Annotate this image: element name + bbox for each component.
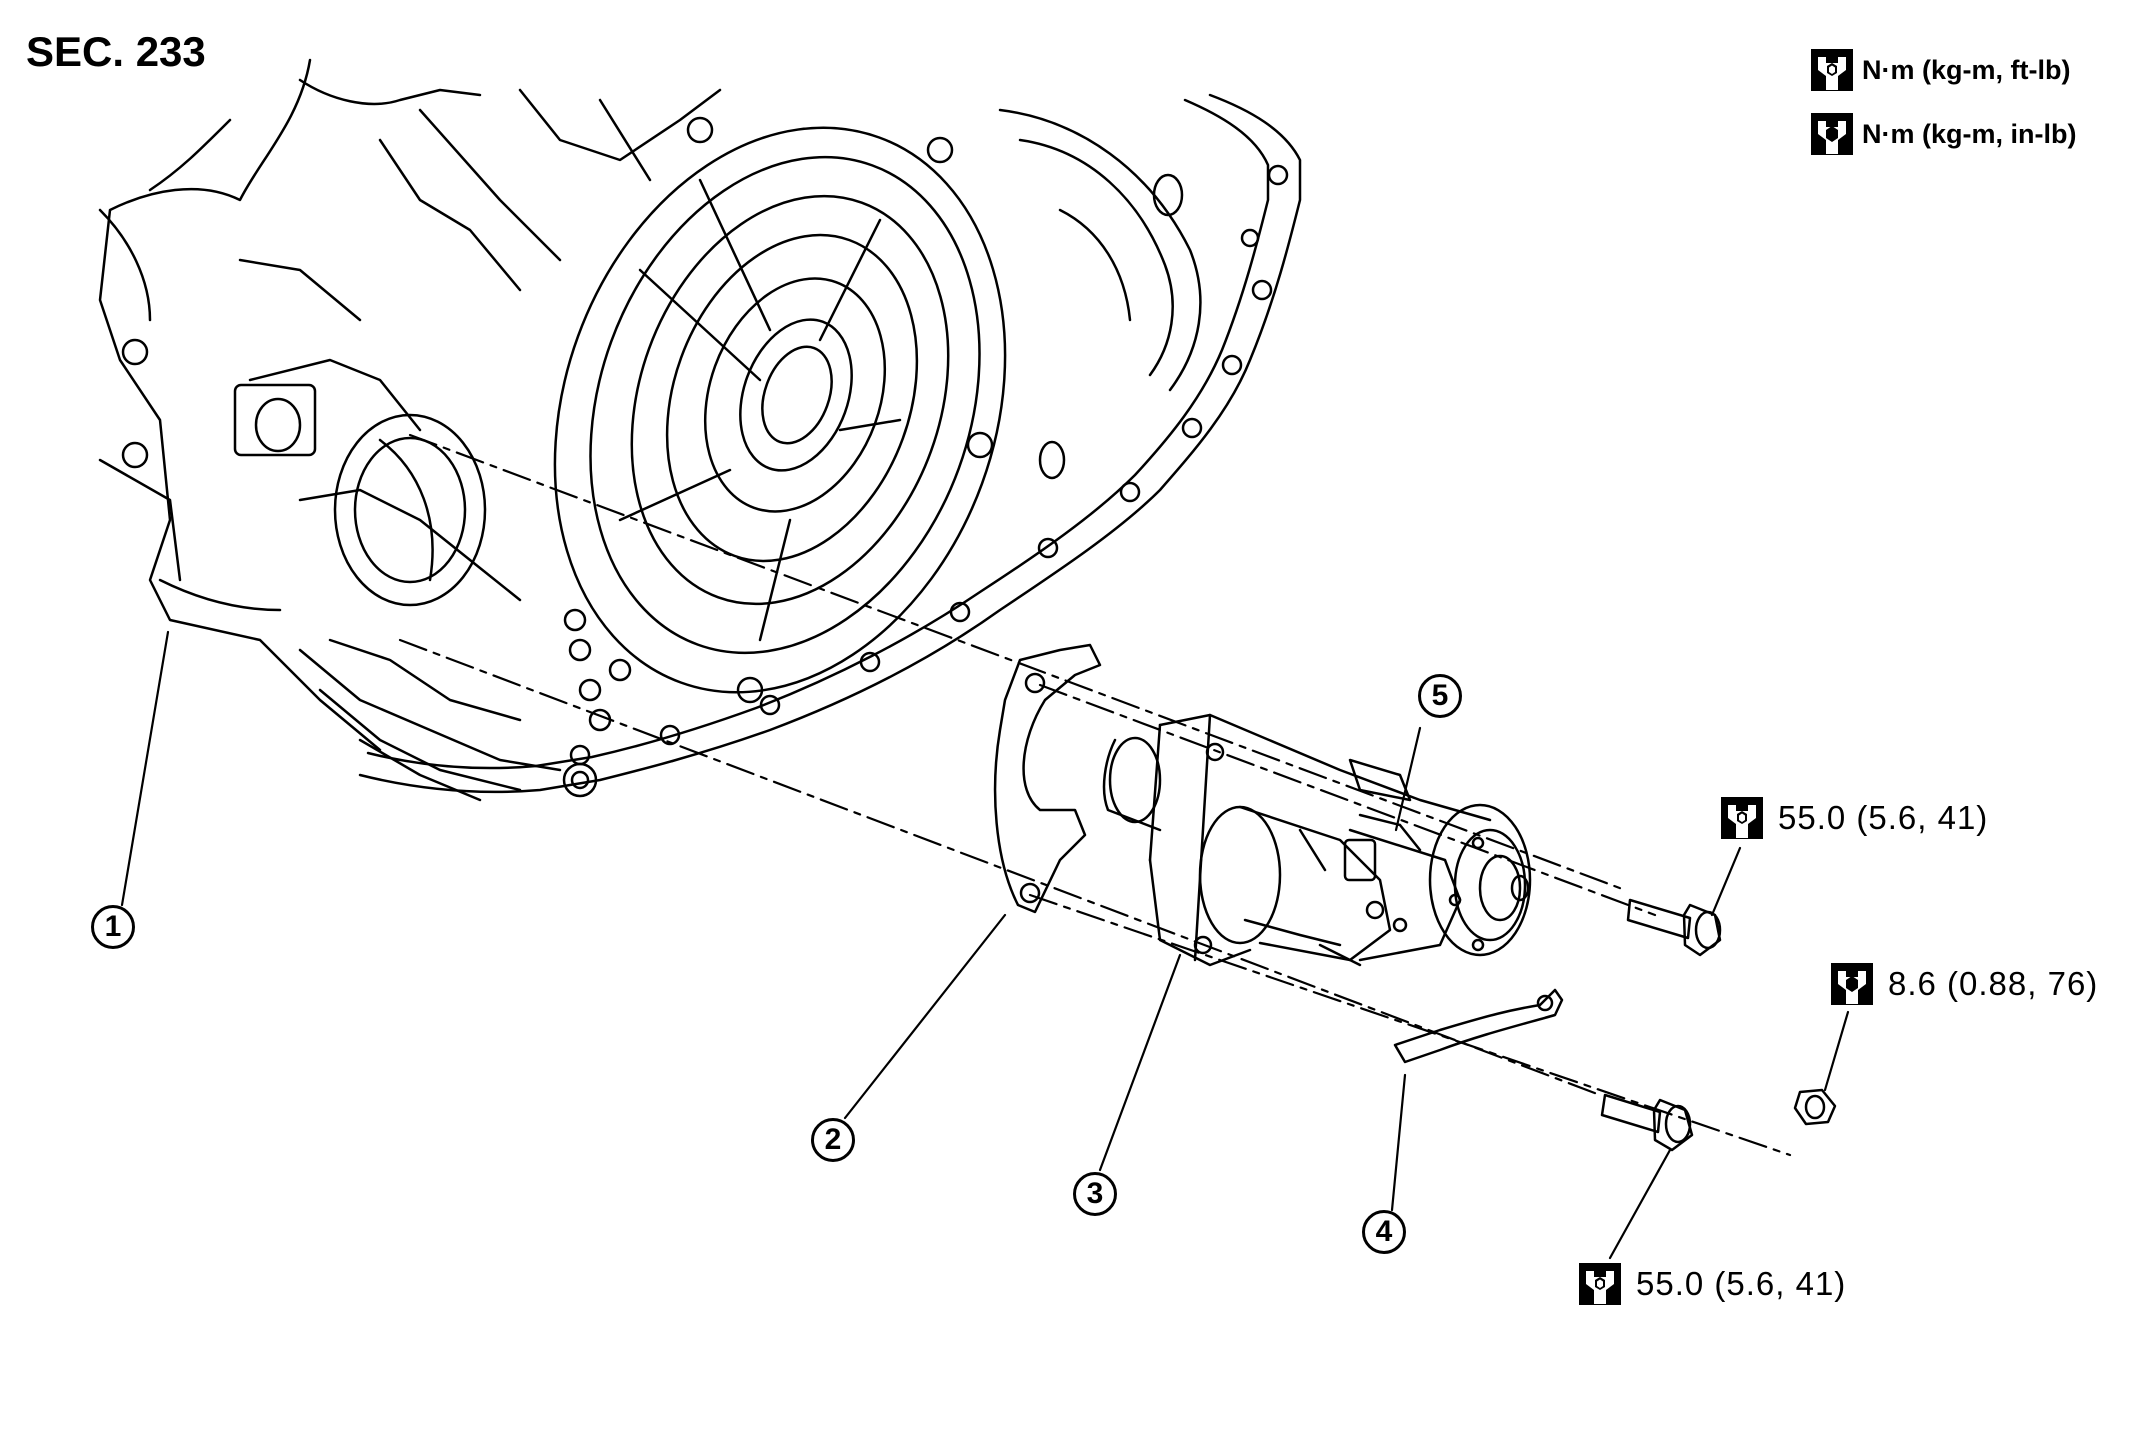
section-label: SEC. 233: [26, 28, 206, 75]
callout-1: 1: [91, 905, 135, 949]
starter-gusset-plate: [993, 643, 1102, 914]
starter-bolt-lower: [1600, 1093, 1694, 1152]
alignment-lines: [398, 433, 1792, 1157]
harness-nut: [1793, 1088, 1837, 1126]
legend-text-ft-lb: N·m (kg-m, ft-lb): [1862, 54, 2071, 85]
torque-value-nut: 8.6 (0.88, 76): [1888, 965, 2099, 1002]
callout-5: 5: [1418, 674, 1462, 718]
torque-wrench-filled-icon: [1811, 113, 1853, 155]
leader-lines: [120, 630, 1850, 1260]
torque-label-lower-bolt: 55.0 (5.6, 41): [1578, 1262, 1846, 1306]
starter-bolt-upper: [1626, 898, 1722, 957]
torque-label-upper-bolt: 55.0 (5.6, 41): [1720, 796, 1988, 840]
torque-value-lower-bolt: 55.0 (5.6, 41): [1636, 1265, 1847, 1302]
torque-wrench-icon: [1721, 797, 1763, 839]
torque-label-nut: 8.6 (0.88, 76): [1830, 962, 2098, 1006]
legend-item-ft-lb: N·m (kg-m, ft-lb): [1810, 48, 2110, 92]
torque-wrench-filled-icon: [1831, 963, 1873, 1005]
legend-text-in-lb: N·m (kg-m, in-lb): [1862, 118, 2077, 149]
legend-item-in-lb: N·m (kg-m, in-lb): [1810, 112, 2110, 156]
harness-bracket: [1393, 988, 1564, 1064]
callout-4: 4: [1362, 1210, 1406, 1254]
transaxle-case: [98, 58, 1302, 802]
torque-wrench-icon: [1579, 1263, 1621, 1305]
torque-value-upper-bolt: 55.0 (5.6, 41): [1778, 799, 1989, 836]
starter-motor: [1102, 713, 1532, 967]
torque-wrench-icon: [1811, 49, 1853, 91]
callout-2: 2: [811, 1118, 855, 1162]
callout-3: 3: [1073, 1172, 1117, 1216]
